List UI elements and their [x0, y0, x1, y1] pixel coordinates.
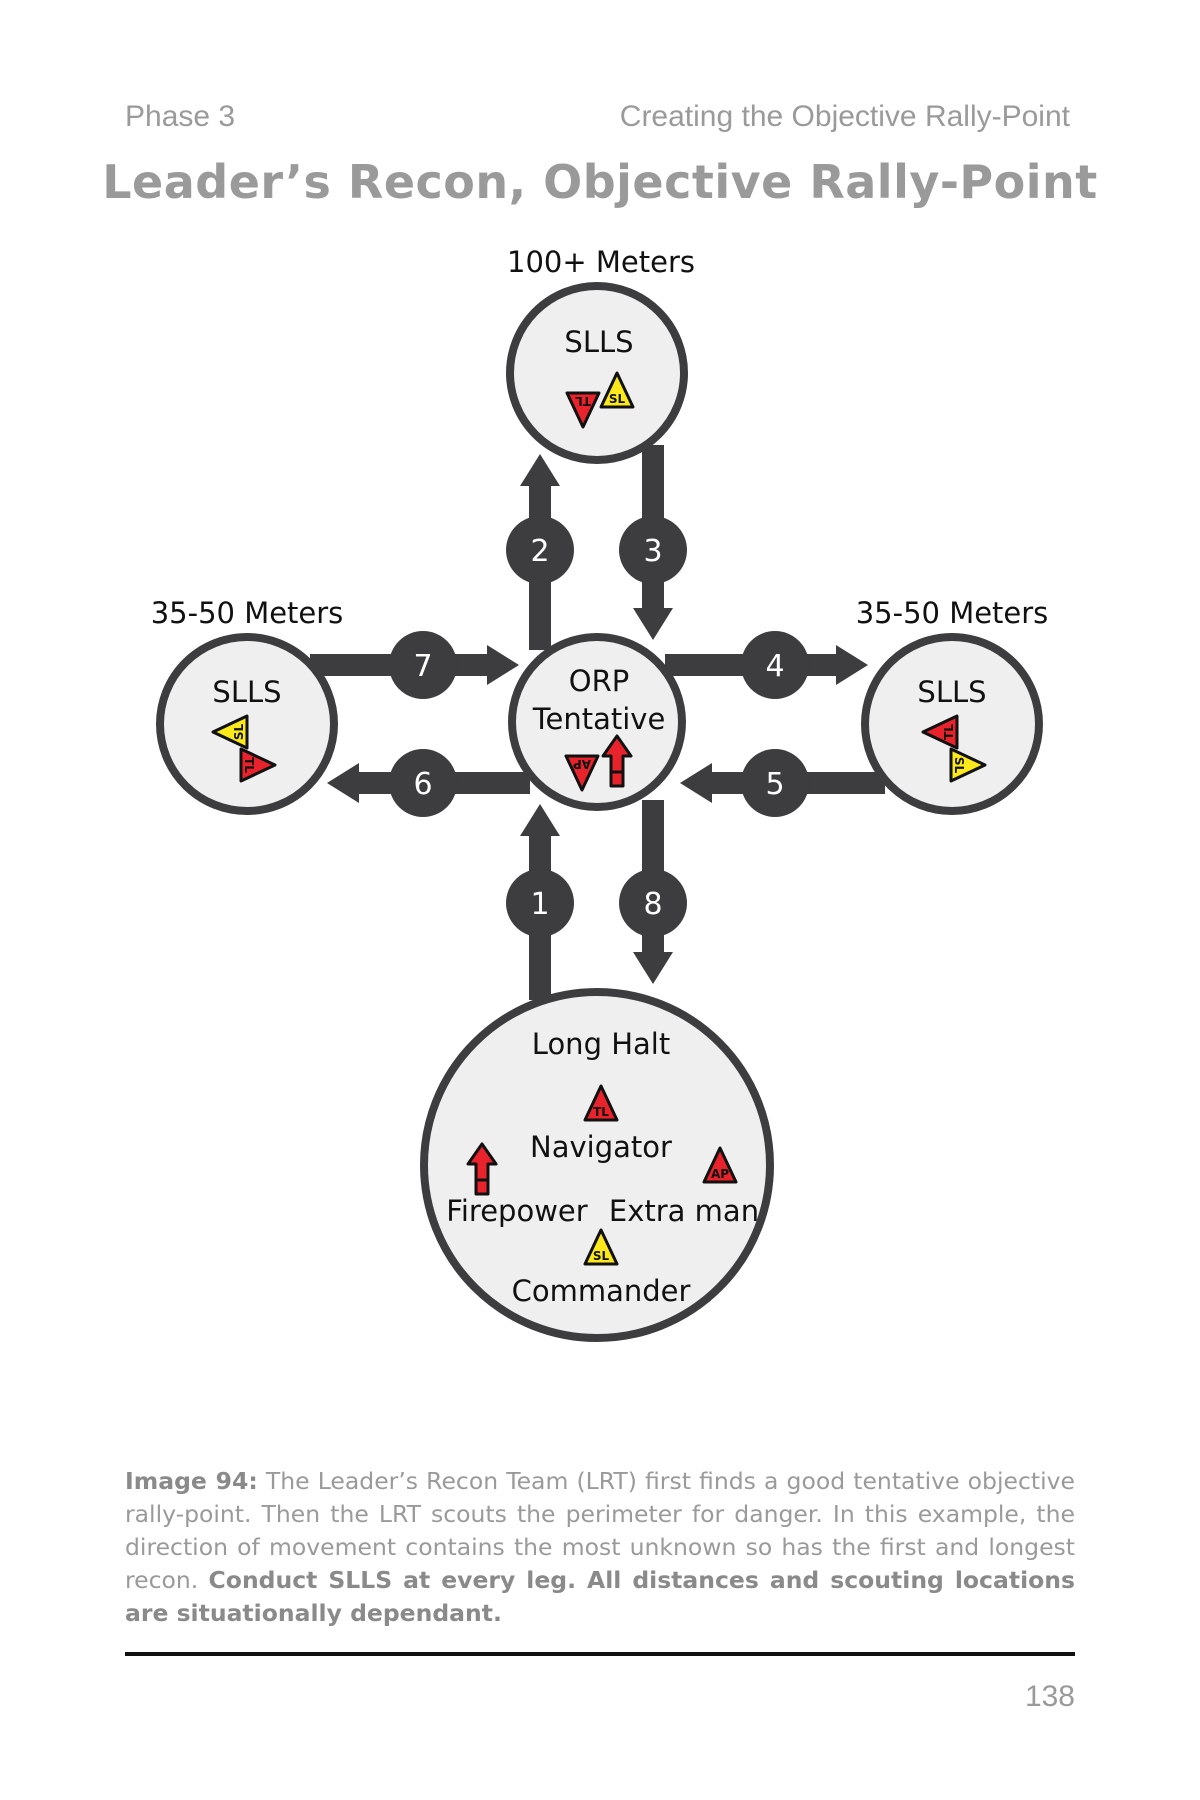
arrow-step-1-head: [520, 804, 560, 836]
assistant-patrol-leader-icon: AP: [702, 1146, 738, 1184]
page-number: 138: [1024, 1680, 1075, 1713]
extra-man-label: Extra man: [609, 1194, 759, 1228]
footer-divider: [125, 1652, 1075, 1656]
page-title: Leader’s Recon, Objective Rally-Point: [102, 155, 1098, 209]
svg-text:AP: AP: [573, 757, 591, 771]
figure-caption: Image 94: The Leader’s Recon Team (LRT) …: [125, 1465, 1075, 1630]
svg-text:6: 6: [413, 767, 432, 802]
right-node-label: SLLS: [917, 675, 986, 709]
section-title: Creating the Objective Rally-Point: [619, 100, 1070, 133]
step-badge-4: 4: [741, 631, 809, 699]
svg-text:AP: AP: [711, 1167, 729, 1181]
step-badge-6: 6: [389, 749, 457, 817]
svg-text:8: 8: [643, 887, 662, 922]
step-badge-1: 1: [506, 869, 574, 937]
svg-text:TL: TL: [942, 724, 956, 740]
arrow-step-7-head: [487, 645, 519, 685]
step-badge-3: 3: [619, 516, 687, 584]
team-leader-icon: TL: [565, 391, 601, 429]
step-badge-5: 5: [741, 749, 809, 817]
svg-text:4: 4: [765, 649, 784, 684]
firepower-icon: [466, 1142, 498, 1196]
chapter-label: Phase 3: [125, 100, 236, 133]
squad-leader-icon: SL: [599, 371, 635, 409]
arrow-step-4-head: [836, 645, 868, 685]
svg-text:TL: TL: [575, 394, 591, 408]
top-distance-label: 100+ Meters: [507, 245, 695, 279]
arrow-step-2-head: [520, 454, 560, 486]
left-node-label: SLLS: [212, 675, 281, 709]
long-halt-node: [420, 988, 774, 1342]
team-leader-icon: TL: [239, 747, 277, 783]
svg-text:TL: TL: [593, 1105, 609, 1119]
caption-label: Image 94:: [125, 1467, 258, 1495]
top-node: [506, 282, 688, 464]
step-badge-8: 8: [619, 869, 687, 937]
top-node-label: SLLS: [564, 325, 633, 359]
left-distance-label: 35-50 Meters: [151, 596, 344, 630]
firepower-label: Firepower: [446, 1194, 587, 1228]
step-badge-7: 7: [389, 631, 457, 699]
commander-label: Commander: [512, 1274, 691, 1308]
caption-text: The Leader’s Recon Team (LRT) first find…: [125, 1467, 1075, 1594]
svg-text:1: 1: [530, 887, 549, 922]
navigator-label: Navigator: [530, 1130, 672, 1164]
arrow-step-8-head: [633, 952, 673, 984]
arrow-step-3-head: [633, 608, 673, 640]
recon-diagram: 1 2 3 4 5 6 7 8 100+ Meters 35-50 Meters…: [151, 245, 1049, 1342]
svg-text:3: 3: [643, 534, 662, 569]
svg-text:SL: SL: [609, 392, 626, 406]
orp-label: ORP: [569, 664, 629, 698]
step-badge-2: 2: [506, 516, 574, 584]
orp-sublabel: Tentative: [532, 702, 666, 736]
svg-text:SL: SL: [952, 757, 966, 774]
svg-text:SL: SL: [232, 724, 246, 741]
team-leader-icon: TL: [921, 714, 959, 750]
assistant-patrol-leader-icon: AP: [564, 754, 600, 792]
squad-leader-icon: SL: [949, 747, 987, 783]
svg-text:5: 5: [765, 767, 784, 802]
firepower-icon: [601, 734, 633, 788]
orp-node: [508, 633, 686, 811]
squad-leader-icon: SL: [211, 714, 249, 750]
arrow-step-6-head: [327, 763, 359, 803]
svg-text:SL: SL: [593, 1249, 610, 1263]
squad-leader-icon: SL: [583, 1228, 619, 1266]
svg-text:TL: TL: [242, 757, 256, 773]
svg-text:7: 7: [413, 649, 432, 684]
team-leader-icon: TL: [583, 1084, 619, 1122]
right-distance-label: 35-50 Meters: [856, 596, 1049, 630]
caption-emphasis: Conduct SLLS at every leg. All distances…: [125, 1566, 1075, 1627]
svg-text:2: 2: [530, 534, 549, 569]
long-halt-label: Long Halt: [532, 1027, 670, 1061]
arrow-step-5-head: [680, 763, 712, 803]
